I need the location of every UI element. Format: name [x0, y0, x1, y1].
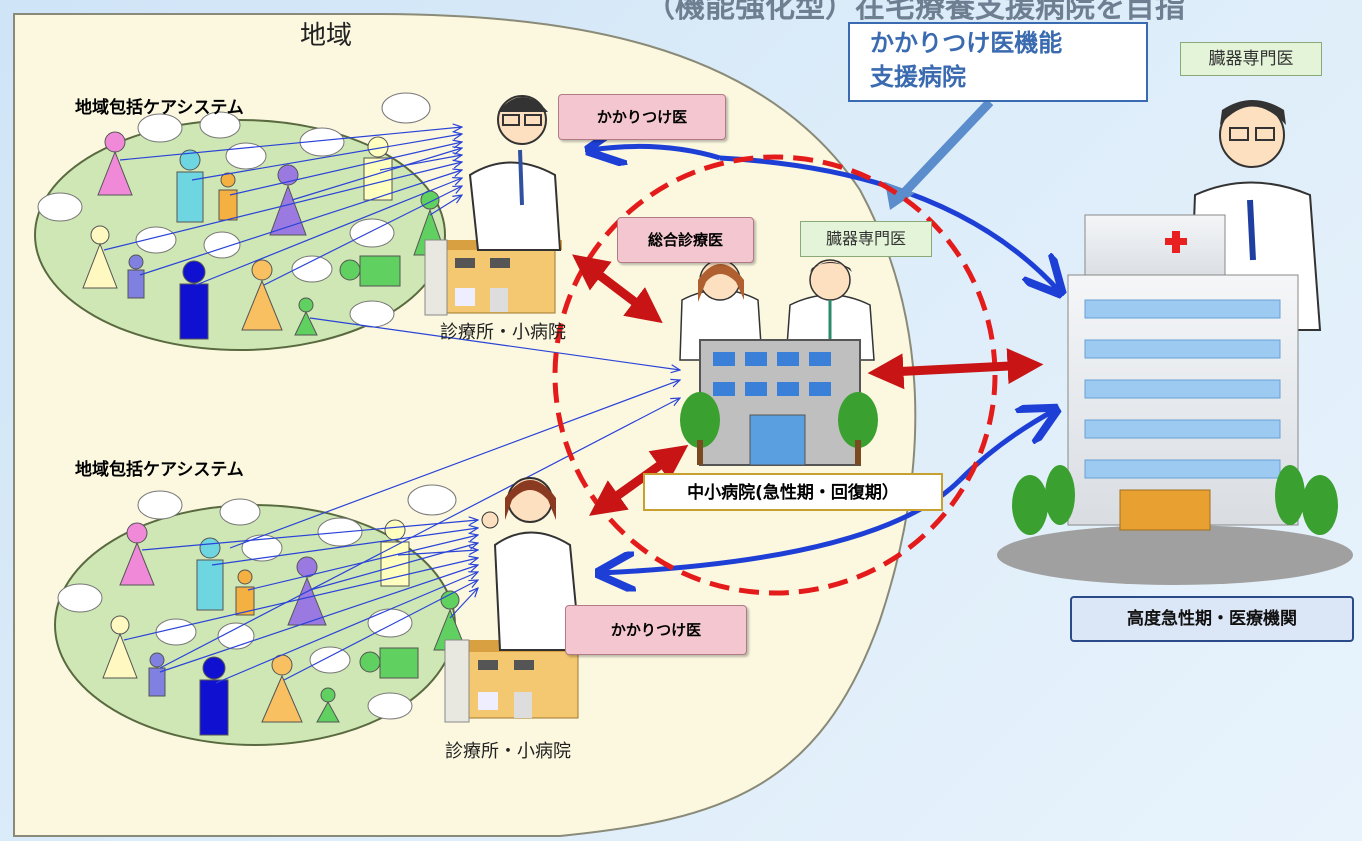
kakaritsuke-label-top: かかりつけ医: [558, 94, 726, 140]
organ-specialist-label-top: 臓器専門医: [1180, 42, 1322, 76]
doctor-bottom: [481, 477, 582, 651]
support-hospital-pointer: [885, 98, 994, 210]
region-label: 地域: [300, 21, 353, 51]
residents-bottom: [102, 519, 467, 736]
referral-lines: [103, 127, 680, 684]
advanced-hospital-label: 高度急性期・医療機関: [1070, 596, 1354, 642]
clinic-bottom-building: [444, 639, 584, 723]
care-system-label-bottom: 地域包括ケアシステム: [75, 460, 244, 480]
organ-specialist-label-mid: 臓器専門医: [800, 221, 932, 257]
header-title-fragment: （機能強化型）在宅療養支援病院を目指: [645, 0, 1185, 25]
clinic-top-building: [424, 239, 562, 316]
speech-bubbles-bottom: [57, 484, 457, 720]
medium-hospital-building: [680, 339, 878, 466]
care-system-label-top: 地域包括ケアシステム: [75, 98, 244, 118]
residents-top: [82, 131, 447, 340]
medium-hospital-label: 中小病院(急性期・回復期）: [643, 473, 943, 511]
kakaritsuke-support-hospital-box: かかりつけ医機能 支援病院: [848, 22, 1148, 102]
doctor-top: [468, 95, 562, 251]
clinic-label-top: 診療所・小病院: [440, 322, 566, 343]
kakaritsuke-label-bottom: かかりつけ医: [565, 605, 747, 655]
kakaritsuke-support-line1: かかりつけ医機能: [870, 29, 1063, 57]
kakaritsuke-support-line2: 支援病院: [870, 63, 966, 91]
general-practice-label: 総合診療医: [617, 217, 754, 263]
clinic-label-bottom: 診療所・小病院: [445, 741, 571, 762]
red-double-arrows: [572, 254, 1044, 516]
speech-bubbles-top: [37, 92, 431, 328]
advanced-hospital-building: [997, 214, 1353, 585]
